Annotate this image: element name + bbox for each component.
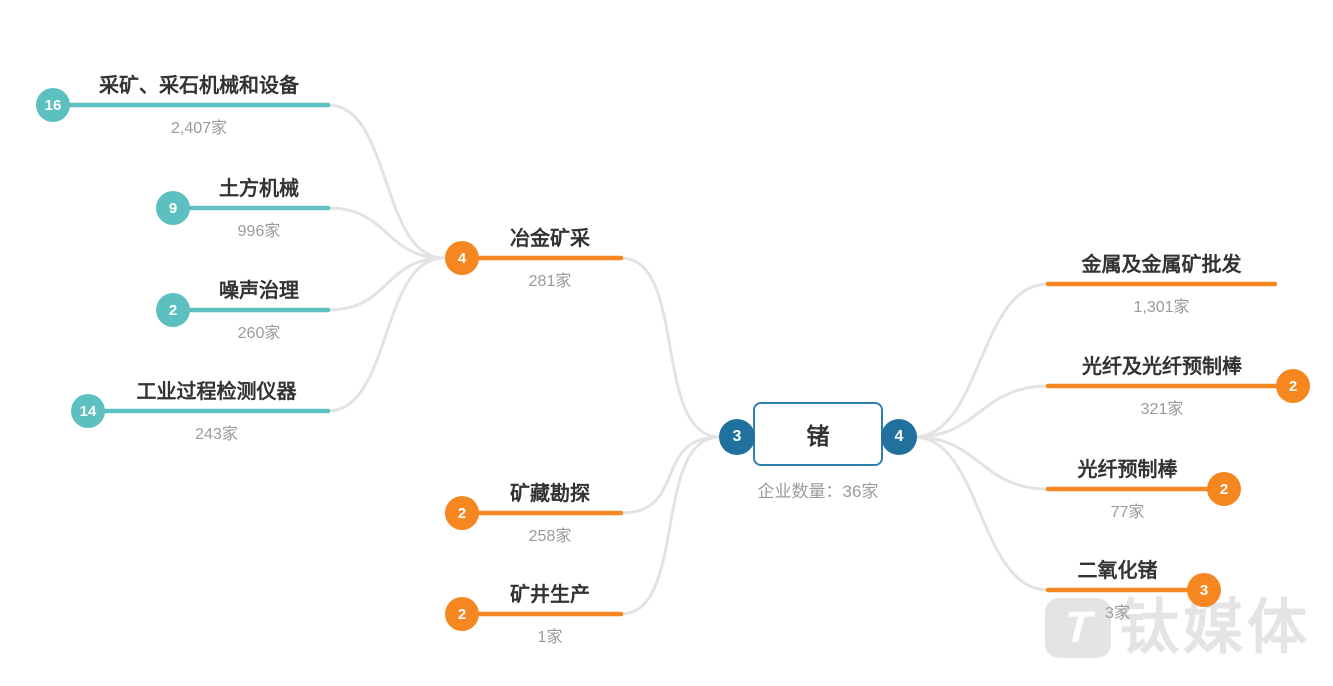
node-company-count: 1家 [537,629,563,646]
node-company-count: 243家 [195,426,238,443]
node-company-count: 260家 [237,325,281,342]
node-company-count: 258家 [528,528,572,545]
orange-node-underlines [476,255,1279,617]
node-branch-count-badge[interactable]: 2 [1276,369,1310,403]
node-label[interactable]: 噪声治理 [219,280,299,302]
connector-curves [326,103,1050,616]
node-label[interactable]: 光纤及光纤预制棒 [1082,356,1242,378]
center-node-company-count: 企业数量：36家 [757,482,879,501]
node-label[interactable]: 矿井生产 [510,584,590,606]
node-label[interactable]: 土方机械 [219,178,299,200]
node-branch-count-badge[interactable]: 4 [445,241,479,275]
node-company-count: 281家 [528,273,572,290]
node-branch-count-badge[interactable]: 2 [156,293,190,327]
node-branch-count-badge[interactable]: 2 [445,597,479,631]
node-label[interactable]: 冶金矿采 [510,228,590,250]
node-label[interactable]: 工业过程检测仪器 [136,381,297,403]
node-company-count: 77家 [1110,504,1145,521]
upstream-count-badge[interactable]: 3 [719,419,755,455]
node-label[interactable]: 采矿、采石机械和设备 [99,75,299,97]
node-company-count: 996家 [237,223,281,240]
node-branch-count-badge[interactable]: 16 [36,88,70,122]
watermark-brand-text: 钛媒体 [1119,594,1311,661]
node-label[interactable]: 二氧化锗 [1077,560,1158,582]
node-company-count: 3家 [1105,605,1130,622]
node-company-count: 1,301家 [1133,299,1190,316]
tmtpost-logo-icon: T [1045,598,1111,658]
node-label[interactable]: 矿藏勘探 [510,483,590,505]
node-branch-count-badge[interactable]: 2 [445,496,479,530]
node-branch-count-badge[interactable]: 9 [156,191,190,225]
node-branch-count-badge[interactable]: 14 [71,394,105,428]
watermark-tmtpost: T 钛媒体 [1045,598,1311,658]
node-label[interactable]: 光纤预制棒 [1077,459,1178,481]
node-branch-count-badge[interactable]: 2 [1207,472,1241,506]
teal-node-underlines [67,102,331,414]
node-company-count: 321家 [1140,401,1184,418]
center-node-germanium[interactable]: 锗 [753,402,883,466]
node-company-count: 2,407家 [170,120,228,137]
node-branch-count-badge[interactable]: 3 [1187,573,1221,607]
node-label[interactable]: 金属及金属矿批发 [1081,254,1242,276]
downstream-count-badge[interactable]: 4 [881,419,917,455]
